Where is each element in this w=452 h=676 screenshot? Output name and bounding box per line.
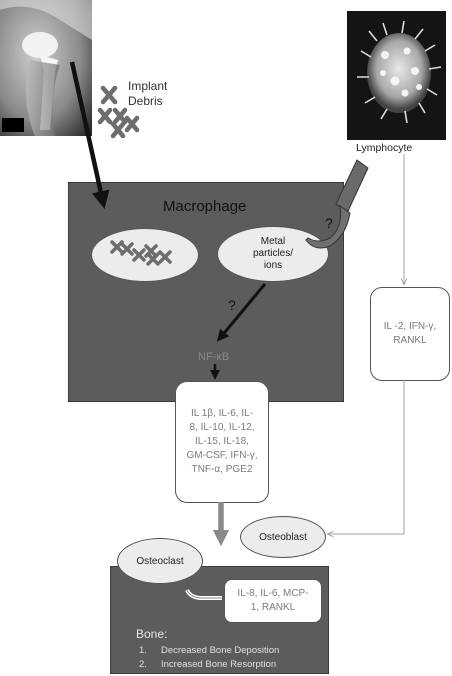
bone-item-1-text: Decreased Bone Deposition	[161, 645, 280, 656]
macrophage-cytokines-box: IL 1β, IL-6, IL- 8, IL-10, IL-12, IL-15,…	[175, 381, 269, 503]
xray-hip-implant-icon	[0, 0, 92, 136]
arrow-metal-to-nfkb	[216, 283, 267, 342]
lymphocyte-image	[347, 11, 446, 140]
implant-debris-line1: Implant	[128, 79, 168, 93]
osteoblast-cytokines-line1: IL-8, IL-6, MCP-	[237, 588, 309, 599]
osteoblast-oval: Osteoblast	[240, 516, 326, 558]
cytokines-line1: IL 1β, IL-6, IL-	[190, 408, 254, 419]
metal-particles-line2: particles/	[252, 248, 293, 259]
metal-particles-line1: Metal	[260, 236, 286, 247]
osteoblast-label: Osteoblast	[259, 531, 307, 543]
osteoclast-label: Osteoclast	[136, 555, 184, 567]
lymphocyte-label: Lymphocyte	[356, 142, 413, 154]
metal-particles-line3: ions	[263, 260, 283, 271]
question-mark-pathway: ?	[228, 297, 236, 313]
debris-particles-icon	[97, 85, 140, 139]
lymphocyte-cytokines-line2: RANKL	[393, 335, 427, 346]
bone-title: Bone:	[136, 627, 168, 641]
lymphocyte-cell-icon	[347, 11, 446, 140]
bone-item-1-num: 1.	[139, 645, 147, 656]
question-mark-receptor: ?	[325, 215, 333, 231]
nfkb-label: NF-κB	[198, 351, 230, 363]
cytokines-line4: GM-CSF, IFN-γ,	[186, 450, 258, 461]
lymphocyte-cytokines-box: IL -2, IFN-γ, RANKL	[370, 287, 450, 381]
connector-il2-to-osteoblast	[328, 380, 405, 534]
arrow-osteoblast-to-osteoclast	[185, 589, 222, 600]
osteoblast-cytokines-box: IL-8, IL-6, MCP- 1, RANKL	[224, 579, 322, 623]
debris-in-macrophage-icon	[110, 240, 172, 266]
arrow-osteoblast-to-osteoclast-outline	[186, 589, 222, 599]
macrophage-title: Macrophage	[163, 198, 247, 215]
lymphocyte-cytokines-line1: IL -2, IFN-γ,	[383, 321, 437, 332]
macrophage-box	[68, 182, 344, 402]
xray-image	[0, 0, 92, 136]
cytokines-line5: TNF-α, PGE2	[191, 464, 253, 475]
lymphocyte-receptor-icon	[305, 159, 369, 249]
bone-item-2-text: Increased Bone Resorption	[161, 659, 277, 670]
implant-debris-label: Implant Debris	[128, 79, 167, 109]
implant-debris-line2: Debris	[128, 94, 163, 108]
metal-particles-oval: Metal particles/ ions	[217, 226, 329, 282]
cytokines-line2: 8, IL-10, IL-12,	[189, 422, 255, 433]
arrow-implant-to-macrophage	[69, 61, 110, 210]
cytokines-line3: IL-15, IL-18,	[195, 436, 249, 447]
bone-item-2: 2. Increased Bone Resorption	[139, 659, 276, 670]
bone-item-2-num: 2.	[139, 659, 147, 670]
osteoblast-cytokines-line2: 1, RANKL	[250, 602, 296, 613]
osteoclast-oval: Osteoclast	[117, 538, 203, 584]
bone-item-1: 1. Decreased Bone Deposition	[139, 645, 279, 656]
